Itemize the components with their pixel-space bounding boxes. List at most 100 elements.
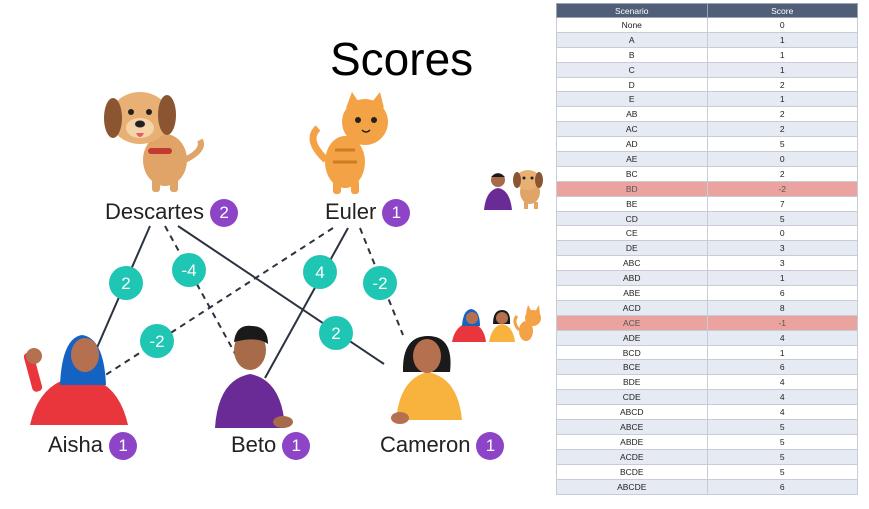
edge-weight-bubble [319,316,353,350]
column-header-scenario: Scenario [556,3,708,18]
score-cell: 5 [706,136,858,153]
scenario-cell: AB [556,106,708,123]
edge-weight-label: 2 [331,324,340,343]
score-cell: 5 [706,419,858,435]
score-cell: -2 [706,180,858,197]
table-row: ACE-1 [556,314,858,331]
scenario-cell: ACE [556,314,708,331]
node-label: Euler [325,199,377,224]
scenario-cell: E [556,91,708,108]
score-cell: 1 [706,270,858,287]
score-cell: 6 [706,478,858,495]
scenario-cell: ABCD [556,404,708,421]
beto-illustration [215,325,293,428]
score-cell: 4 [706,404,858,421]
score-cell: 2 [706,165,858,182]
score-cell: 8 [706,299,858,316]
edge-descartes-cameron [177,225,385,365]
edge-euler-aisha [103,227,334,377]
score-cell: 5 [706,448,858,465]
scenario-cell: BD [556,180,708,197]
scenario-cell: ABCE [556,419,708,435]
score-cell: 7 [706,195,858,212]
edge-weight-bubble [109,266,143,300]
scenario-cell: D [556,76,708,93]
score-cell: 0 [706,17,858,33]
ace-thumbnail [452,305,541,342]
score-cell: 4 [706,389,858,406]
score-cell: 1 [706,46,858,63]
scenario-cell: ADE [556,329,708,346]
score-cell: 6 [706,359,858,376]
score-badge: 1 [382,199,411,228]
scenario-cell: CD [556,210,708,227]
score-cell: 5 [706,433,858,450]
cat-illustration [309,92,388,194]
edge-weight-bubble [363,266,397,300]
scenario-cell: None [556,17,708,33]
scenario-cell: ABD [556,270,708,287]
edge-weight-label: -2 [149,332,164,351]
scenario-cell: C [556,61,708,78]
score-cell: 1 [706,31,858,48]
score-badge: 1 [109,432,138,461]
score-cell: -1 [706,314,858,331]
score-cell: 1 [706,91,858,108]
edge-weight-label: -2 [372,274,387,293]
table-row: BD-2 [556,180,858,197]
scenario-cell: BDE [556,374,708,391]
scenario-cell: ABCDE [556,478,708,495]
scenario-cell: ACDE [556,448,708,465]
cameron-illustration [391,336,462,424]
score-cell: 3 [706,255,858,272]
score-cell: 2 [706,121,858,138]
scenario-cell: BCD [556,344,708,361]
score-cell: 0 [706,151,858,167]
scenario-cell: ABE [556,285,708,301]
score-cell: 6 [706,285,858,301]
scenario-cell: BE [556,195,708,212]
edge-weight-label: 4 [315,263,324,282]
node-label: Cameron [380,432,471,457]
score-cell: 5 [706,463,858,480]
scenario-cell: BCDE [556,463,708,480]
node-label: Descartes [105,199,205,224]
page-title: Scores [330,33,474,85]
scenario-cell: B [556,46,708,63]
scenario-cell: ACD [556,299,708,316]
table-header-row: Scenario Score [556,3,858,18]
bd-thumbnail [484,170,543,210]
scenario-cell: CE [556,225,708,242]
edge-weight-label: 2 [121,274,130,293]
score-cell: 4 [706,329,858,346]
